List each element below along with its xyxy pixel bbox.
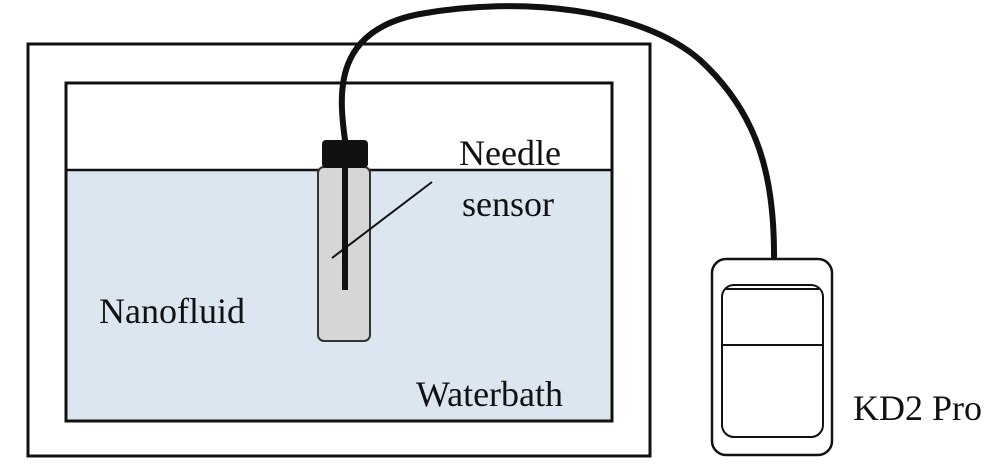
water-bath-container	[64, 81, 614, 423]
sensor-cable	[338, 3, 778, 265]
sensor-pointer-line	[331, 181, 433, 259]
kd2-pro-label: KD2 Pro	[853, 388, 982, 428]
nanofluid-label: Nanofluid	[99, 291, 245, 331]
needle-label: Needle	[459, 133, 561, 173]
kd2-pro-device-inner	[721, 284, 824, 438]
waterbath-label: Waterbath	[416, 374, 563, 414]
sensor-label: sensor	[462, 184, 554, 224]
